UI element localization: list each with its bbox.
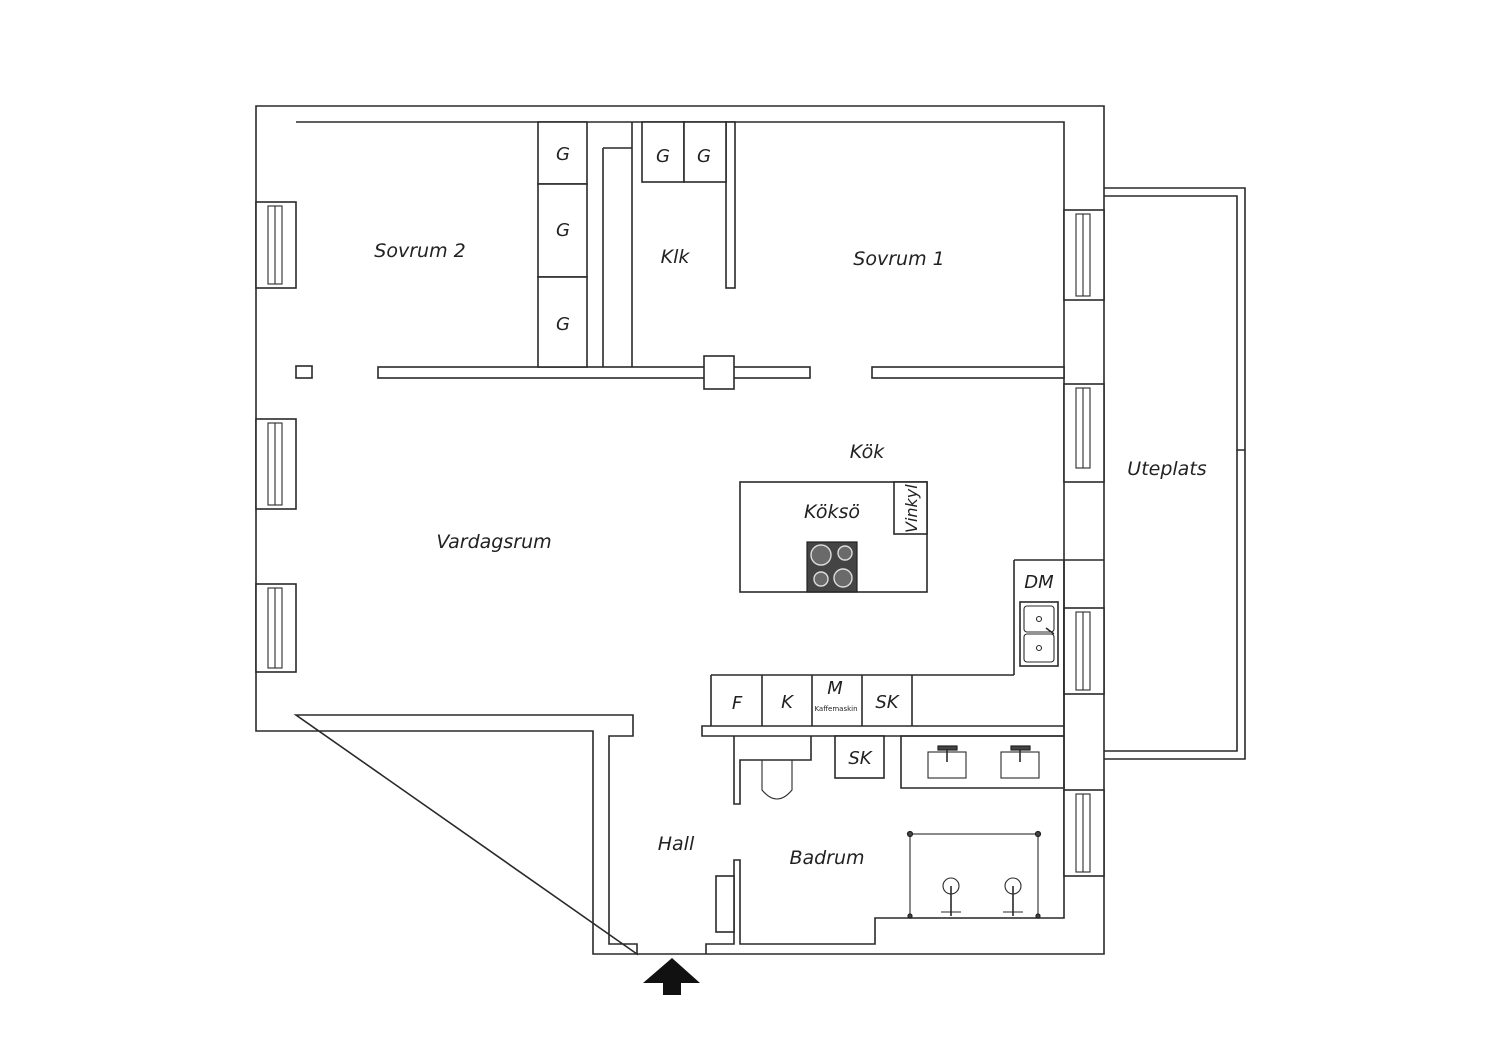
windows-left: [255, 201, 313, 673]
room-label-klk: Klk: [661, 246, 691, 268]
wardrobe-label: G: [697, 146, 711, 167]
microwave-label: M: [827, 678, 843, 699]
stove-icon: [806, 541, 858, 593]
room-label-sovrum1: Sovrum 1: [853, 248, 944, 270]
hall-closet: [715, 875, 735, 933]
double-sink-icon: [1019, 601, 1059, 667]
freezer-label: K: [781, 692, 794, 713]
kitchen-counter: [710, 608, 1065, 726]
room-label-vardagsrum: Vardagsrum: [436, 531, 551, 553]
dishwasher-label: DM: [1024, 572, 1054, 593]
coffee-machine-label: Kaffemaskin: [814, 705, 857, 713]
room-label-hall: Hall: [658, 833, 695, 855]
room-label-uteplats: Uteplats: [1127, 458, 1206, 480]
wardrobe-label: G: [656, 146, 670, 167]
wash-basins: [927, 745, 1040, 779]
fridge-label: F: [732, 693, 743, 714]
patio: [1104, 187, 1246, 760]
windows-right: [1063, 209, 1105, 877]
wardrobe-label: G: [556, 314, 570, 335]
bath-cabinet: [834, 735, 885, 779]
room-label-kok: Kök: [850, 441, 885, 463]
shower-icon: [906, 830, 1042, 919]
wardrobe-label: G: [556, 220, 570, 241]
cabinet-label: SK: [875, 692, 899, 713]
wardrobes: [537, 121, 727, 368]
bath-cabinet-label: SK: [848, 748, 872, 769]
interior-walls: [377, 121, 1104, 805]
room-label-koksoe: Köksö: [804, 501, 860, 523]
room-label-sovrum2: Sovrum 2: [374, 240, 465, 262]
wardrobe-label: G: [556, 144, 570, 165]
toilet-icon: [761, 759, 793, 800]
entrance-arrow-icon: [643, 958, 700, 995]
room-label-badrum: Badrum: [789, 847, 864, 869]
outer-walls: [255, 105, 1105, 956]
wine-cooler-label: Vinkyl: [902, 484, 921, 533]
